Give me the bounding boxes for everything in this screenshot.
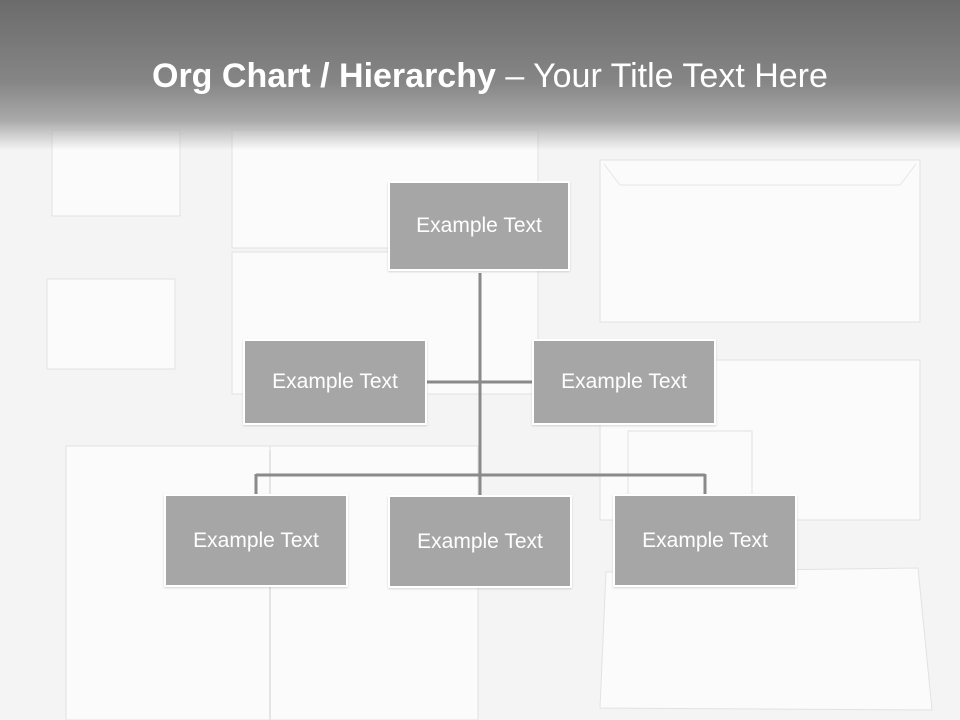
org-node-level3-center: Example Text — [388, 495, 572, 588]
org-node-label: Example Text — [561, 370, 687, 393]
title-rest: Your Title Text Here — [533, 57, 828, 95]
org-node-level3-right: Example Text — [613, 494, 797, 587]
org-node-label: Example Text — [272, 370, 398, 393]
org-node-label: Example Text — [642, 528, 768, 552]
title-bar — [0, 0, 960, 150]
title-bold: Org Chart / Hierarchy — [152, 57, 496, 95]
org-node-label: Example Text — [417, 529, 543, 553]
org-node-label: Example Text — [416, 214, 542, 237]
org-node-level2-right: Example Text — [532, 339, 716, 425]
org-node-root: Example Text — [388, 181, 570, 271]
org-node-level3-left: Example Text — [164, 494, 348, 587]
org-node-label: Example Text — [193, 528, 319, 552]
slide-title: Org Chart / Hierarchy – Your Title Text … — [152, 52, 828, 100]
org-node-level2-left: Example Text — [243, 339, 427, 425]
title-separator: – — [495, 57, 534, 95]
